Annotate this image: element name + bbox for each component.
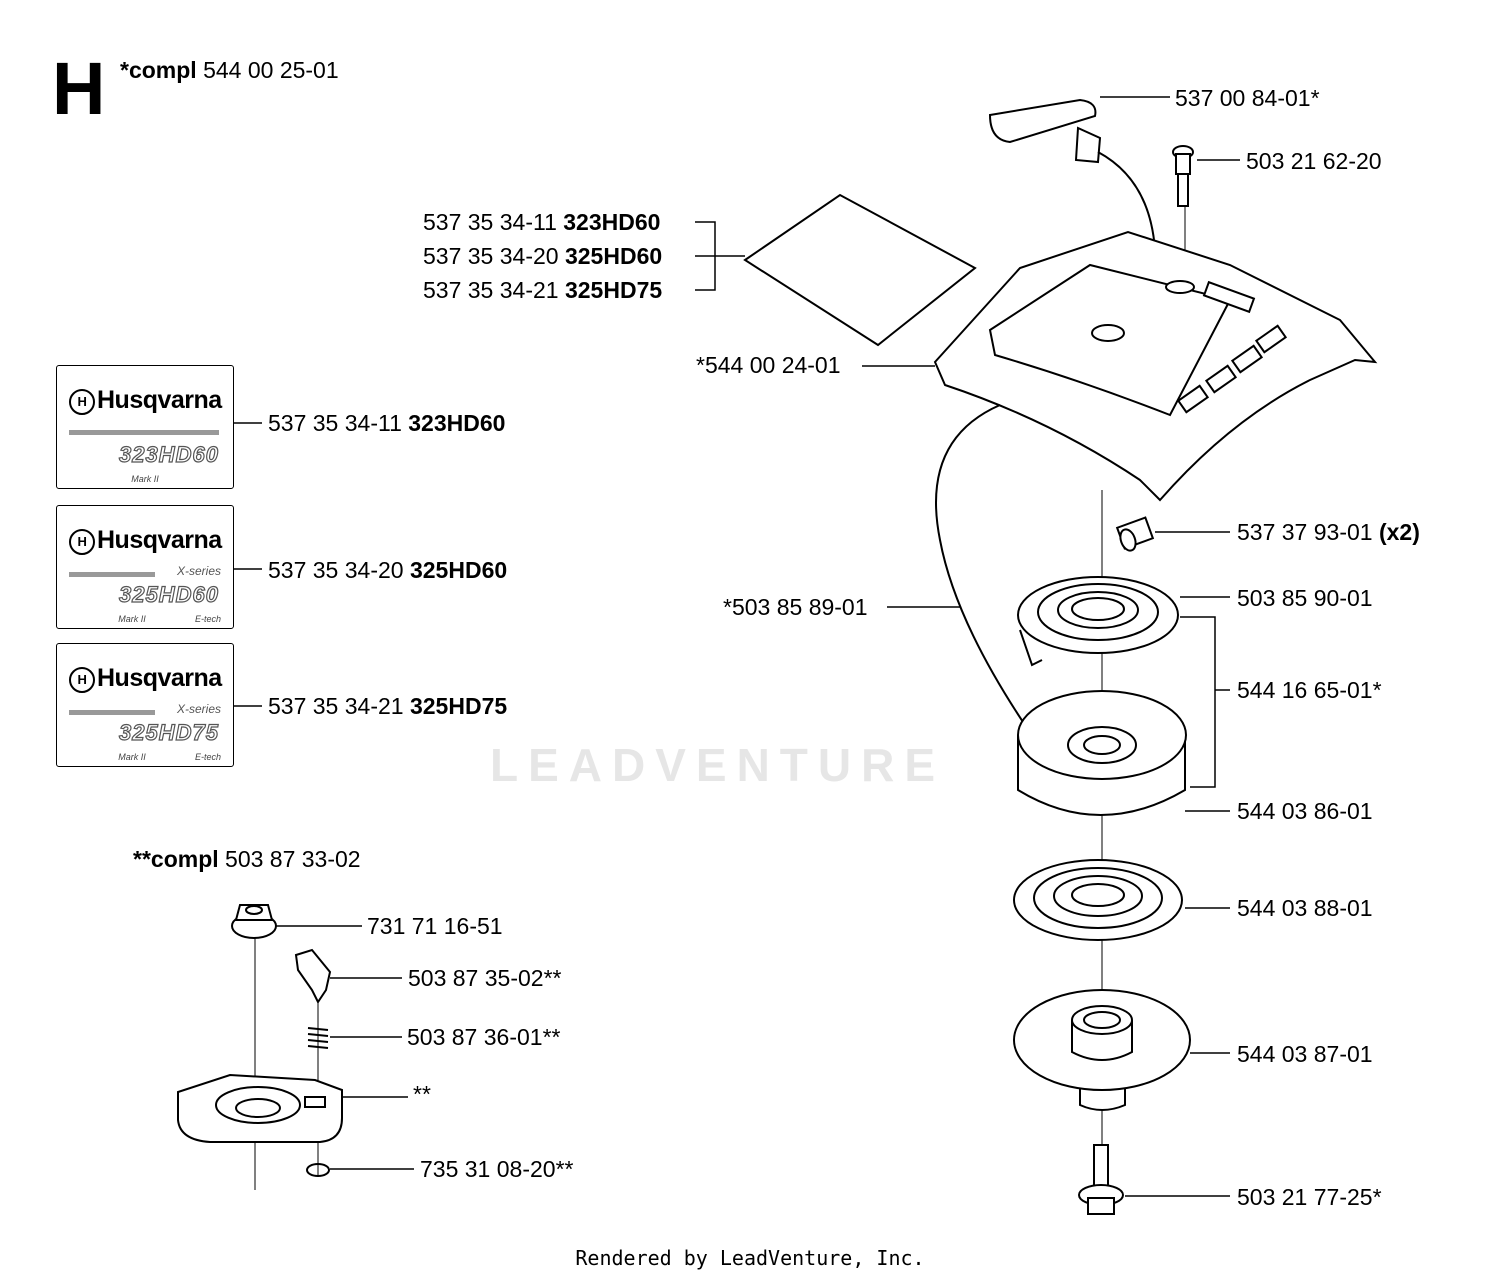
decal-sheet-b-model: 325HD60 <box>564 243 663 269</box>
label-spring-upper: 503 85 90-01 <box>1237 585 1373 611</box>
main-assembly-number: 544 00 25-01 <box>203 57 339 83</box>
label-decal-sheet-c: 537 35 34-21 325HD75 <box>423 276 662 304</box>
label-hub: 544 03 87-01 <box>1237 1041 1373 1067</box>
bushing <box>1115 516 1155 552</box>
decal-b-model: 325HD60 <box>409 557 508 583</box>
decal-model: 323HD60 <box>118 441 219 467</box>
decal-stripe <box>69 430 219 435</box>
pawl-carrier <box>177 1073 343 1143</box>
retaining-clip <box>306 1163 330 1177</box>
screw-bottom <box>1078 1144 1124 1215</box>
bushing-num: 537 37 93-01 <box>1237 519 1373 545</box>
decal-model: 325HD75 <box>118 719 219 745</box>
label-nut: 731 71 16-51 <box>367 913 503 939</box>
label-spring-lower: 544 03 88-01 <box>1237 895 1373 921</box>
decal-b-num: 537 35 34-20 <box>268 557 404 583</box>
decal-series: X-series <box>176 564 221 578</box>
decal-series: X-series <box>176 702 221 716</box>
leader-pulley-kit <box>1180 616 1216 788</box>
decal-a-model: 323HD60 <box>408 410 506 436</box>
rope-pulley <box>1017 690 1187 816</box>
decal-sheet <box>743 193 977 347</box>
footer-credit: Rendered by LeadVenture, Inc. <box>575 1246 925 1270</box>
bushing-qty: (x2) <box>1378 519 1420 545</box>
label-decal-sheet-a: 537 35 34-11 323HD60 <box>423 208 660 236</box>
decal-stripe <box>69 572 155 577</box>
label-screw-top: 503 21 62-20 <box>1246 148 1382 174</box>
decal-model: 325HD60 <box>118 581 219 607</box>
decal-c-num: 537 35 34-21 <box>268 693 404 719</box>
sub-assembly-prefix: **compl <box>133 846 219 872</box>
flange-nut <box>231 904 277 939</box>
label-cord: *503 85 89-01 <box>723 594 868 620</box>
sub-assembly-label: **compl 503 87 33-02 <box>133 845 361 873</box>
label-decal-a: 537 35 34-11 323HD60 <box>268 409 505 437</box>
decal-stripe <box>69 710 155 715</box>
label-pulley-kit: 544 16 65-01* <box>1237 677 1382 703</box>
main-assembly-label: *compl 544 00 25-01 <box>120 56 339 84</box>
starter-rope <box>935 404 1026 726</box>
spring-lower <box>1013 859 1183 941</box>
label-bushing: 537 37 93-01 (x2) <box>1237 518 1420 546</box>
starter-hub <box>1013 989 1191 1111</box>
husqvarna-crown-icon: H <box>69 389 95 415</box>
label-decal-sheet-b: 537 35 34-20 325HD60 <box>423 242 662 270</box>
decal-a-num: 537 35 34-11 <box>268 410 402 436</box>
starter-cover <box>933 230 1378 502</box>
decal-sheet-b-num: 537 35 34-20 <box>423 243 559 269</box>
label-pulley: 544 03 86-01 <box>1237 798 1373 824</box>
spring-cassette-upper <box>1017 576 1179 667</box>
decal-sheet-a-model: 323HD60 <box>563 209 661 235</box>
decal-sheet-a-num: 537 35 34-11 <box>423 209 557 235</box>
watermark: LEADVENTURE <box>490 739 946 791</box>
decal-sheet-c-num: 537 35 34-21 <box>423 277 559 303</box>
label-cover: *544 00 24-01 <box>696 352 841 378</box>
decal-c-model: 325HD75 <box>409 693 508 719</box>
section-letter: H <box>52 47 106 130</box>
screw-top <box>1172 145 1194 207</box>
label-screw-bottom: 503 21 77-25* <box>1237 1184 1382 1210</box>
starter-handle <box>988 98 1156 251</box>
main-assembly-prefix: *compl <box>120 57 197 83</box>
sub-assembly-number: 503 87 33-02 <box>225 846 361 872</box>
decal-sheet-c-model: 325HD75 <box>564 277 663 303</box>
label-carrier: ** <box>413 1081 431 1107</box>
decal-fine-print: Mark II <box>131 474 159 484</box>
label-pawl: 503 87 35-02** <box>408 965 562 991</box>
label-handle: 537 00 84-01* <box>1175 85 1320 111</box>
label-clip: 735 31 08-20** <box>420 1156 574 1182</box>
starter-pawl <box>294 948 332 1004</box>
label-pawl-spring: 503 87 36-01** <box>407 1024 561 1050</box>
husqvarna-crown-icon: H <box>69 529 95 555</box>
label-decal-c: 537 35 34-21 325HD75 <box>268 692 507 720</box>
pawl-spring <box>307 1027 329 1049</box>
husqvarna-crown-icon: H <box>69 667 95 693</box>
label-decal-b: 537 35 34-20 325HD60 <box>268 556 507 584</box>
